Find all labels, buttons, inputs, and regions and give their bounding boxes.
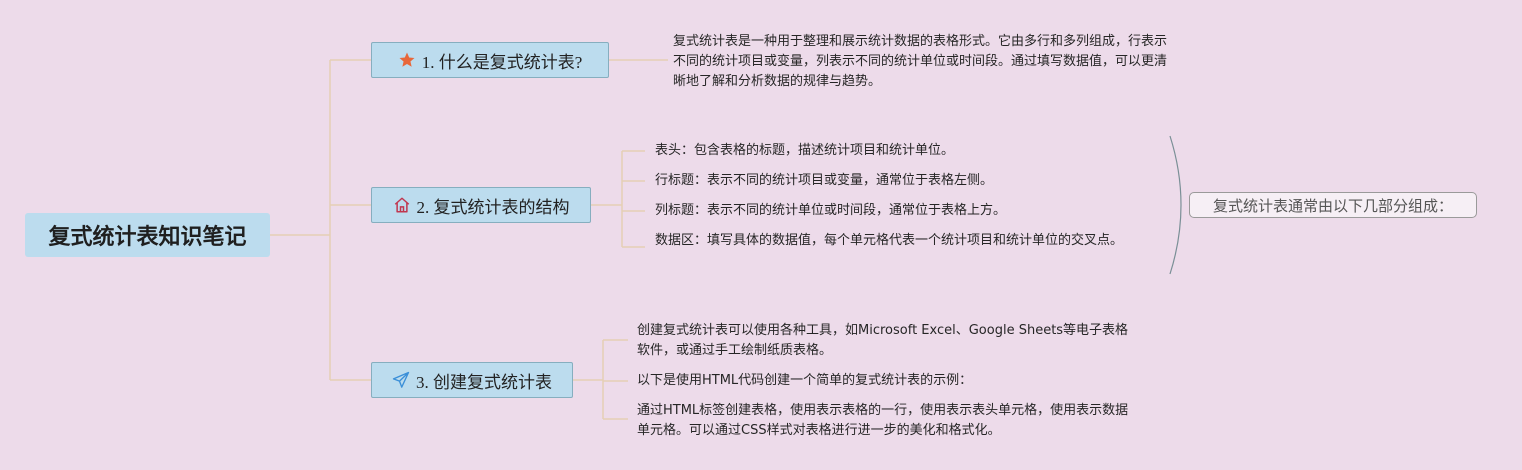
summary-brace [1169,135,1182,275]
summary-node[interactable]: 复式统计表通常由以下几部分组成： [1189,192,1477,218]
topic-node-3[interactable]: 3. 创建复式统计表 [371,362,573,398]
summary-label: 复式统计表通常由以下几部分组成： [1212,196,1453,215]
topic-label: 2. 复式统计表的结构 [416,197,570,217]
home-icon [394,197,409,213]
topic-node-2[interactable]: 2. 复式统计表的结构 [371,187,591,223]
note-text: 表头：包含表格的标题，描述统计项目和统计单位。 [655,143,955,158]
note-text: 行标题：表示不同的统计项目或变量，通常位于表格左侧。 [655,173,994,188]
note-text: 通过HTML标签创建表格，使用表示表格的一行，使用表示表头单元格，使用表示数据单… [637,403,1129,438]
note-text: 创建复式统计表可以使用各种工具，如Microsoft Excel、Google … [637,323,1129,358]
note-text: 列标题：表示不同的统计单位或时间段，通常位于表格上方。 [655,203,1007,218]
note-text: 复式统计表是一种用于整理和展示统计数据的表格形式。它由多行和多列组成，行表示不同… [673,34,1168,89]
note-text: 数据区：填写具体的数据值，每个单元格代表一个统计项目和统计单位的交叉点。 [655,233,1124,248]
root-node[interactable]: 复式统计表知识笔记 [25,213,270,257]
star-icon [399,52,415,67]
topic-node-1[interactable]: 1. 什么是复式统计表? [371,42,609,78]
paper-plane-icon [392,371,410,388]
note-text: 以下是使用HTML代码创建一个简单的复式统计表的示例： [637,373,973,388]
topic-label: 3. 创建复式统计表 [416,372,552,392]
root-title: 复式统计表知识笔记 [48,225,247,250]
topic-label: 1. 什么是复式统计表? [421,52,583,72]
